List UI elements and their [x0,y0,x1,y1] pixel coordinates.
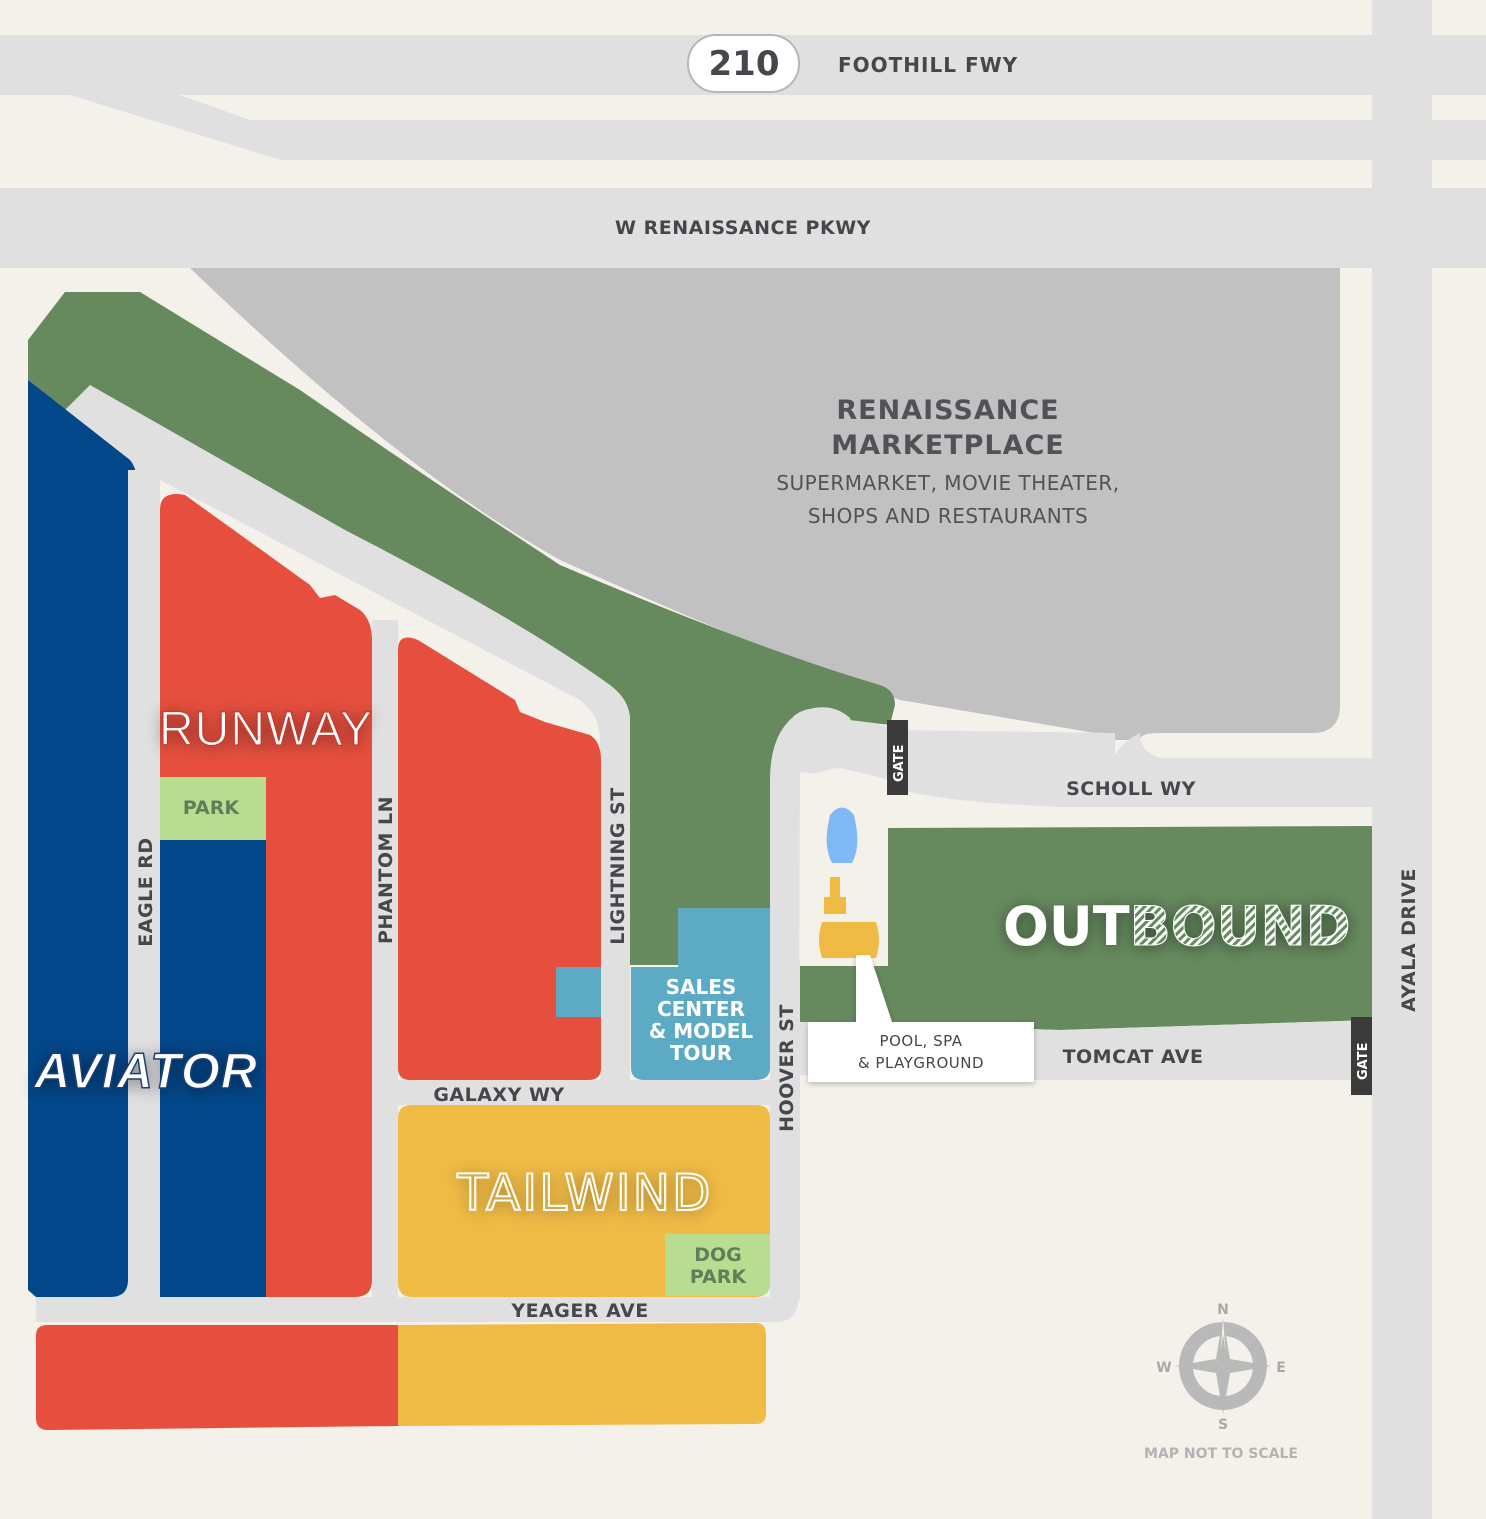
scholl-wy-road [780,704,1372,807]
northwest-access-road [60,385,630,1300]
compass-rose-icon [1175,1318,1271,1414]
compass-w: W [1156,1360,1171,1376]
highway-210-shield: 210 [687,34,800,93]
aviator-neighborhood-label: AVIATOR [32,1043,258,1099]
tailwind-south-lot [398,1323,766,1426]
tailwind-neighborhood-label: TAILWIND [457,1164,713,1222]
aviator-west-lot [28,380,136,1297]
dog-park-area [665,1234,770,1296]
east-gate-label: GATE [1356,1043,1371,1080]
yeager-ave-label: YEAGER AVE [510,1300,648,1322]
east-gate[interactable]: GATE [1351,1017,1372,1095]
dog-park-label-line2: PARK [690,1266,748,1288]
runway-east-lot [398,637,601,1080]
marketplace-title-line2: MARKETPLACE [831,430,1065,461]
freeway-medians [0,95,1486,188]
hoover-st-label: HOOVER ST [776,1004,798,1132]
marketplace-sub-line2: SHOPS AND RESTAURANTS [808,504,1088,528]
sales-line2: CENTER [657,997,745,1021]
lightning-st-label: LIGHTNING ST [607,787,629,944]
green-belt [28,292,895,965]
playground-icon [819,877,879,958]
marketplace-title-line1: RENAISSANCE [836,395,1059,426]
galaxy-wy-label: GALAXY WY [433,1084,564,1106]
eagle-rd-road [128,470,160,1300]
aviator-inner-lot [160,840,266,1297]
outbound-part2: BOUND [1130,895,1351,958]
scholl-wy-label: SCHOLL WY [1066,778,1196,800]
ayala-drive-road [1372,0,1432,1519]
outbound-lot [800,826,1372,1030]
park-label: PARK [183,797,241,819]
renaissance-marketplace-area [190,268,1340,740]
amenity-pad [800,768,890,960]
dog-park-label-line1: DOG [694,1244,742,1266]
pool-callout-line1: POOL, SPA [880,1032,963,1050]
park-area [160,777,266,840]
sales-center-label[interactable]: SALES CENTER & MODEL TOUR [649,975,754,1065]
compass-s: S [1218,1417,1228,1433]
marketplace-sub-line1: SUPERMARKET, MOVIE THEATER, [776,471,1119,495]
galaxy-wy-road [398,1080,798,1105]
runway-south-lot [36,1325,398,1430]
runway-neighborhood-label: RUNWAY [159,703,373,756]
north-gate[interactable]: GATE [887,720,908,795]
sales-line3: & MODEL [649,1019,754,1043]
eagle-rd-label: EAGLE RD [135,837,157,946]
hoover-st-lower [775,960,800,1300]
pool-icon [826,807,858,863]
svg-text:OUTBOUND: OUTBOUND [1003,895,1351,958]
map-not-to-scale-note: MAP NOT TO SCALE [1144,1446,1298,1462]
sales-line4: TOUR [670,1041,732,1065]
sales-center-lot [631,908,770,1080]
pool-callout-line2: & PLAYGROUND [858,1054,984,1072]
north-gate-label: GATE [892,745,907,782]
outbound-part1: OUT [1003,895,1130,958]
tomcat-ave-label: TOMCAT AVE [1063,1046,1204,1068]
highway-shield-number: 210 [709,44,780,84]
renaissance-pkwy-label: W RENAISSANCE PKWY [615,217,871,239]
foothill-fwy-label: FOOTHILL FWY [838,53,1018,77]
phantom-ln-label: PHANTOM LN [375,796,397,944]
compass-e: E [1276,1360,1286,1376]
ayala-drive-label: AYALA DRIVE [1398,868,1420,1012]
sales-annex [556,967,601,1017]
pool-callout [808,955,1034,1082]
sales-line1: SALES [666,975,737,999]
compass-n: N [1217,1302,1229,1318]
phantom-ln-road [372,620,398,1300]
outbound-neighborhood-label: OUTBOUND [1003,895,1351,959]
